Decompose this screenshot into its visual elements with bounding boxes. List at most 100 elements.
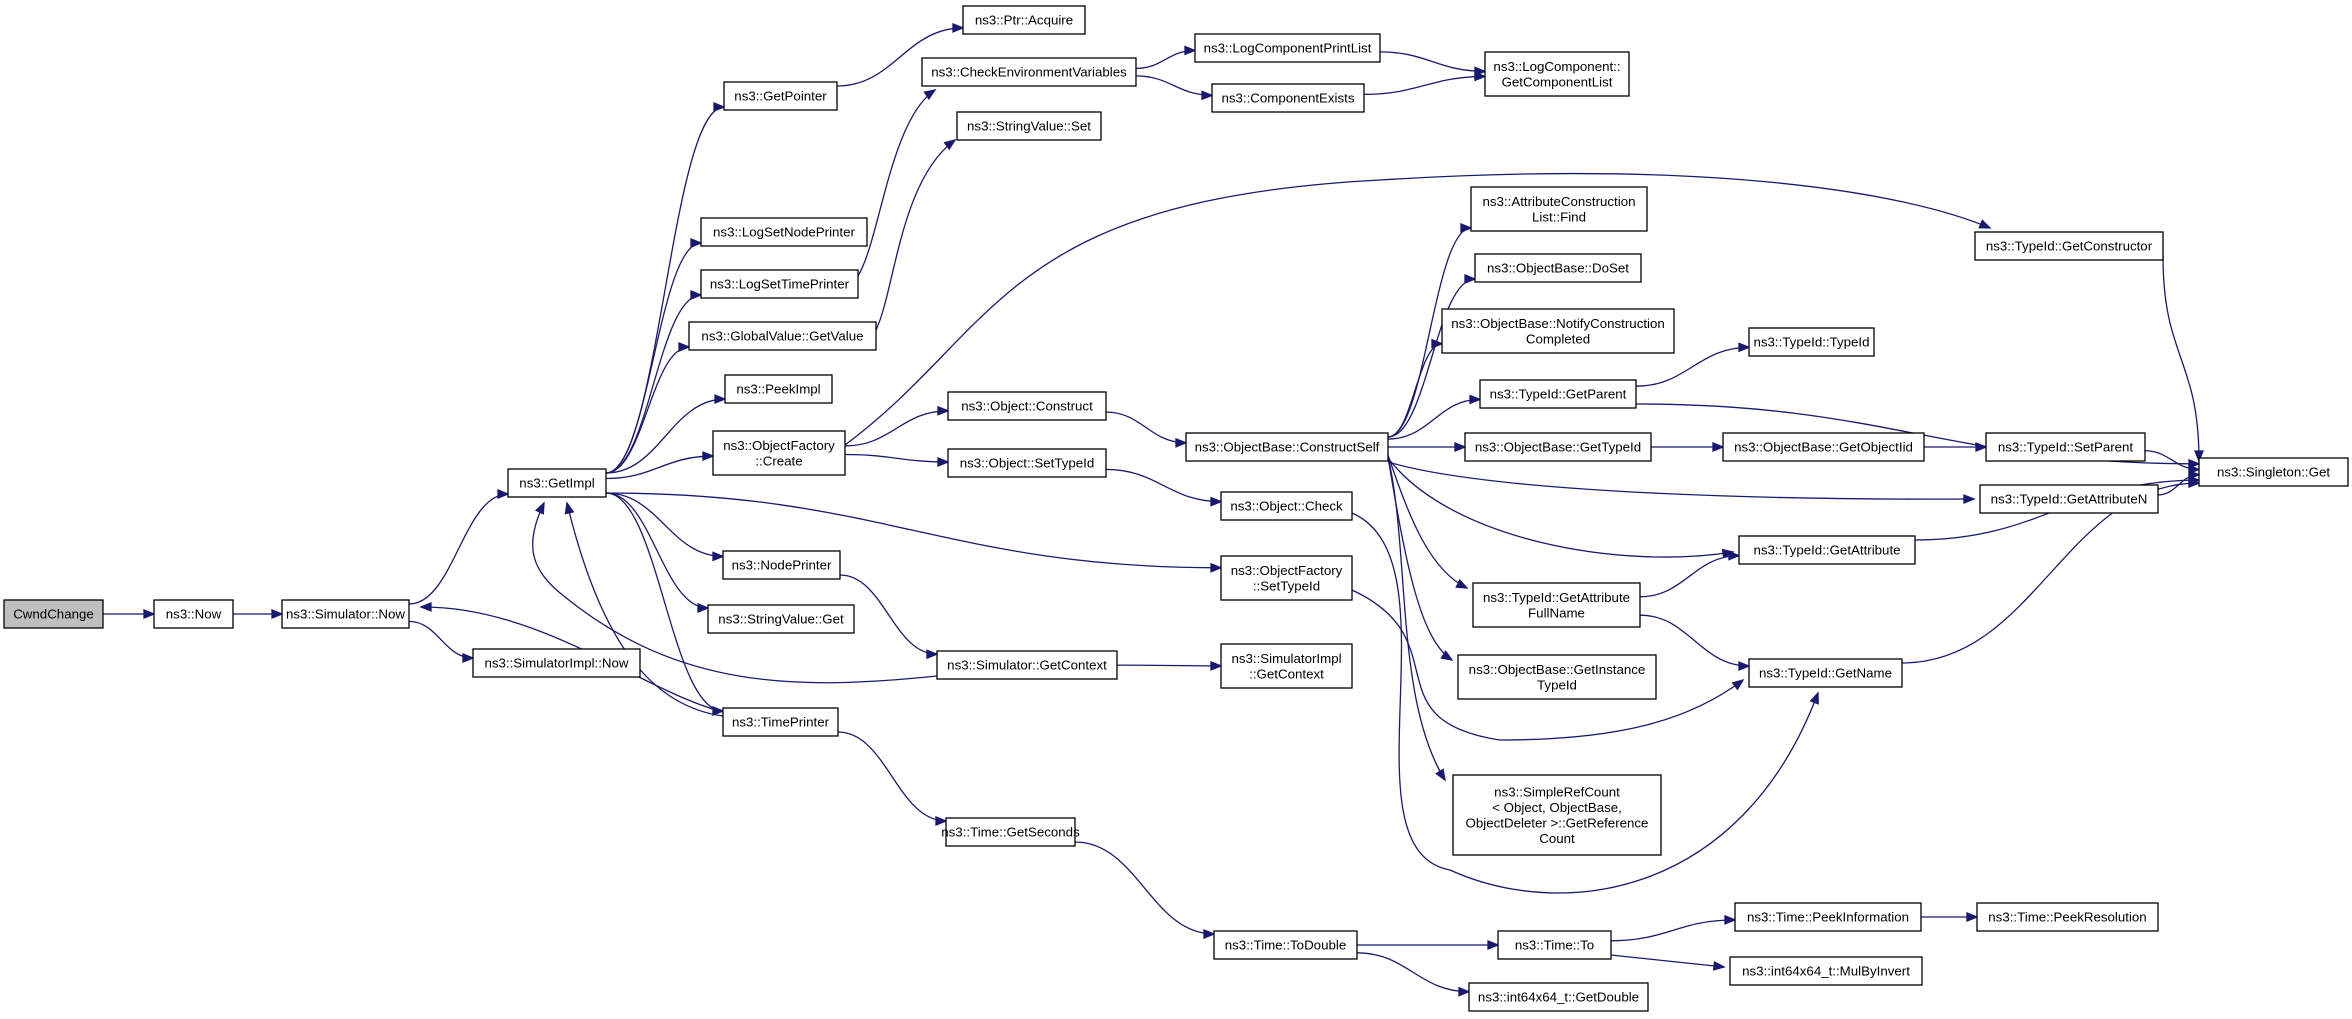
node-box bbox=[936, 650, 1118, 680]
edge-tidgetctor-to-singletonget bbox=[2162, 255, 2204, 463]
node-ptracquire[interactable]: ns3::Ptr::Acquire bbox=[962, 5, 1086, 35]
edge-arrowhead bbox=[678, 342, 691, 352]
node-timegetsec[interactable]: ns3::Time::GetSeconds bbox=[941, 817, 1080, 847]
node-logsetnode[interactable]: ns3::LogSetNodePrinter bbox=[700, 217, 868, 247]
edge-arrowhead bbox=[534, 501, 545, 515]
node-singletonget[interactable]: ns3::Singleton::Get bbox=[2198, 457, 2349, 487]
node-getpointer[interactable]: ns3::GetPointer bbox=[723, 81, 838, 111]
edge-line bbox=[844, 173, 1991, 446]
node-label: Count bbox=[1539, 831, 1575, 846]
node-label: ns3::NodePrinter bbox=[732, 558, 832, 573]
node-timepeekinfo[interactable]: ns3::Time::PeekInformation bbox=[1734, 902, 1922, 932]
node-label: ns3::SimulatorImpl::Now bbox=[484, 656, 628, 671]
node-box bbox=[947, 391, 1107, 421]
node-now[interactable]: ns3::Now bbox=[153, 599, 234, 629]
node-checkenv[interactable]: ns3::CheckEnvironmentVariables bbox=[921, 57, 1137, 87]
node-box bbox=[472, 648, 641, 678]
node-box bbox=[1974, 231, 2164, 261]
node-nodeprinter[interactable]: ns3::NodePrinter bbox=[722, 550, 841, 580]
edge-line bbox=[605, 492, 724, 712]
edge-obconstructself-to-tidgetparent bbox=[1387, 394, 1482, 440]
edge-line bbox=[1639, 614, 1750, 667]
node-obconstructself[interactable]: ns3::ObjectBase::ConstructSelf bbox=[1185, 432, 1389, 462]
edge-arrowhead bbox=[937, 457, 950, 467]
node-label: ns3::ObjectBase::DoSet bbox=[1487, 261, 1629, 276]
node-int64mulbyinv[interactable]: ns3::int64x64_t::MulByInvert bbox=[1729, 956, 1923, 986]
edge-arrowhead bbox=[1201, 90, 1214, 101]
node-simplerefcount[interactable]: ns3::SimpleRefCount< Object, ObjectBase,… bbox=[1452, 774, 1662, 856]
edge-simnow-to-getimpl bbox=[408, 489, 510, 605]
edge-tidgetattrfull-to-tidgetname bbox=[1639, 614, 1751, 672]
node-obgetobjtid[interactable]: ns3::ObjectBase::GetObjectIid bbox=[1722, 432, 1925, 462]
node-tidtypeid[interactable]: ns3::TypeId::TypeId bbox=[1748, 327, 1875, 357]
node-timeto[interactable]: ns3::Time::To bbox=[1497, 930, 1612, 960]
node-timepeekres[interactable]: ns3::Time::PeekResolution bbox=[1976, 902, 2159, 932]
edge-line bbox=[1387, 457, 1734, 558]
node-objcheck[interactable]: ns3::Object::Check bbox=[1220, 491, 1353, 521]
node-simgetctx[interactable]: ns3::Simulator::GetContext bbox=[936, 650, 1118, 680]
node-obgettypeid[interactable]: ns3::ObjectBase::GetTypeId bbox=[1464, 432, 1652, 462]
edge-line bbox=[605, 294, 702, 474]
node-box bbox=[947, 448, 1107, 478]
edge-line bbox=[1363, 75, 1486, 96]
node-tidgetname[interactable]: ns3::TypeId::GetName bbox=[1748, 658, 1903, 688]
node-tidgetparent[interactable]: ns3::TypeId::GetParent bbox=[1479, 379, 1637, 409]
node-box bbox=[1220, 491, 1353, 521]
edge-line bbox=[1387, 398, 1481, 440]
node-tidgetattr[interactable]: ns3::TypeId::GetAttribute bbox=[1738, 535, 1916, 565]
node-label: GetComponentList bbox=[1502, 74, 1613, 89]
node-svset[interactable]: ns3::StringValue::Set bbox=[956, 111, 1102, 141]
node-getimpl[interactable]: ns3::GetImpl bbox=[507, 468, 607, 498]
node-tidgetattrn[interactable]: ns3::TypeId::GetAttributeN bbox=[1979, 484, 2159, 514]
node-objconstruct[interactable]: ns3::Object::Construct bbox=[947, 391, 1107, 421]
edge-arrowhead bbox=[690, 290, 703, 300]
node-box bbox=[507, 468, 607, 498]
node-box bbox=[1729, 956, 1923, 986]
edge-arrowhead bbox=[143, 609, 156, 619]
edge-arrowhead bbox=[697, 603, 710, 613]
node-label: ns3::TimePrinter bbox=[732, 715, 830, 730]
node-box bbox=[723, 81, 838, 111]
node-tidgetctor[interactable]: ns3::TypeId::GetConstructor bbox=[1974, 231, 2164, 261]
node-ofsettypeid[interactable]: ns3::ObjectFactory::SetTypeId bbox=[1220, 555, 1353, 601]
node-int64getdouble[interactable]: ns3::int64x64_t::GetDouble bbox=[1468, 982, 1649, 1012]
node-logcompprint[interactable]: ns3::LogComponentPrintList bbox=[1194, 33, 1381, 63]
node-label: ns3::ObjectFactory bbox=[723, 438, 835, 453]
edge-arrowhead bbox=[1966, 912, 1979, 922]
edge-compexists-to-logcomplist bbox=[1363, 71, 1487, 96]
node-cwnd[interactable]: CwndChange bbox=[3, 599, 104, 629]
node-logsettime[interactable]: ns3::LogSetTimePrinter bbox=[700, 269, 859, 299]
node-gvget[interactable]: ns3::GlobalValue::GetValue bbox=[688, 321, 877, 351]
node-obnotify[interactable]: ns3::ObjectBase::NotifyConstructionCompl… bbox=[1441, 308, 1675, 354]
edge-arrowhead bbox=[1455, 578, 1469, 589]
node-compexists[interactable]: ns3::ComponentExists bbox=[1211, 83, 1365, 113]
node-label: ns3::StringValue::Set bbox=[967, 119, 1091, 134]
edge-line bbox=[408, 620, 474, 659]
node-obdoset[interactable]: ns3::ObjectBase::DoSet bbox=[1474, 253, 1642, 283]
node-timeprinter[interactable]: ns3::TimePrinter bbox=[722, 707, 839, 737]
node-tidsetparent[interactable]: ns3::TypeId::SetParent bbox=[1985, 432, 2146, 462]
node-box bbox=[1748, 658, 1903, 688]
node-box bbox=[1738, 535, 1916, 565]
node-peekimpl[interactable]: ns3::PeekImpl bbox=[724, 374, 833, 404]
node-box bbox=[1211, 83, 1365, 113]
edge-line bbox=[844, 453, 949, 463]
edge-line bbox=[1074, 841, 1215, 935]
node-timetodouble[interactable]: ns3::Time::ToDouble bbox=[1213, 930, 1358, 960]
node-ofcreate[interactable]: ns3::ObjectFactory::Create bbox=[712, 430, 846, 476]
node-box bbox=[1976, 902, 2159, 932]
node-simimplnow[interactable]: ns3::SimulatorImpl::Now bbox=[472, 648, 641, 678]
edge-obgettypeid-to-obgetobjtid bbox=[1651, 442, 1725, 452]
node-simnow[interactable]: ns3::Simulator::Now bbox=[281, 599, 410, 629]
node-svget[interactable]: ns3::StringValue::Get bbox=[707, 604, 855, 634]
node-box bbox=[707, 604, 855, 634]
edge-timeto-to-timepeekinfo bbox=[1610, 914, 1737, 942]
node-simimplgetctx[interactable]: ns3::SimulatorImpl::GetContext bbox=[1220, 643, 1353, 689]
node-objsettypeid[interactable]: ns3::Object::SetTypeId bbox=[947, 448, 1107, 478]
node-label: Completed bbox=[1526, 331, 1590, 346]
node-label: ns3::Time::To bbox=[1515, 938, 1594, 953]
node-logcomplist[interactable]: ns3::LogComponent::GetComponentList bbox=[1484, 51, 1630, 97]
